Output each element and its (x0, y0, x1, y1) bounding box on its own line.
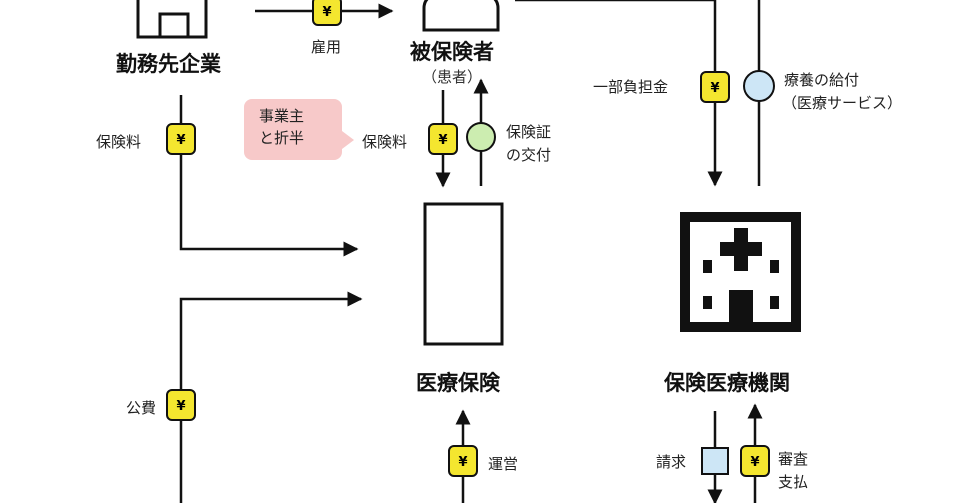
svg-text:¥: ¥ (750, 455, 759, 470)
benefit-label: 療養の給付 (784, 71, 860, 89)
svg-text:¥: ¥ (176, 399, 185, 414)
insured-label: 被保険者 (410, 40, 494, 64)
yen-icon: ¥ (700, 71, 730, 103)
insured-premium-label: 保険料 (362, 133, 408, 151)
insurance-label: 医療保険 (416, 371, 500, 395)
note-callout: 事業主 と折半 (244, 99, 354, 160)
building-icon (136, 0, 208, 39)
employer-premium-label: 保険料 (96, 133, 142, 151)
review-label-2: 支払 (778, 473, 809, 491)
public-funds-label: 公費 (126, 399, 157, 417)
claim-label: 請求 (656, 453, 687, 471)
benefit-sub-label: （医療サービス） (782, 94, 903, 112)
svg-text:¥: ¥ (322, 5, 331, 20)
yen-icon: ¥ (166, 389, 196, 421)
employer-label: 勤務先企業 (116, 52, 221, 76)
note-line-1: 事業主 (259, 107, 305, 125)
benefit-icon (743, 70, 775, 102)
yen-icon: ¥ (740, 445, 770, 477)
yen-icon: ¥ (448, 445, 478, 477)
svg-text:¥: ¥ (438, 133, 447, 148)
svg-text:¥: ¥ (176, 133, 185, 148)
public-funds-arrow (179, 291, 363, 503)
claim-icon (701, 447, 729, 475)
review-label-1: 審査 (778, 450, 809, 468)
card-issue-icon (466, 122, 496, 152)
employment-label: 雇用 (311, 38, 342, 56)
operation-label: 運営 (488, 455, 519, 473)
provider-label: 保険医療機関 (664, 371, 790, 395)
svg-text:¥: ¥ (710, 81, 719, 96)
insured-sub-label: （患者） (422, 68, 483, 86)
yen-icon: ¥ (312, 0, 342, 26)
card-issue-label-1: 保険証 (506, 123, 552, 141)
copay-label: 一部負担金 (593, 78, 669, 96)
note-line-2: と折半 (259, 129, 305, 147)
hospital-icon (680, 212, 801, 332)
svg-text:¥: ¥ (458, 455, 467, 470)
yen-icon: ¥ (428, 123, 458, 155)
yen-icon: ¥ (166, 123, 196, 155)
person-icon (422, 0, 500, 32)
insurance-box (423, 202, 504, 346)
card-issue-label-2: の交付 (506, 146, 552, 164)
